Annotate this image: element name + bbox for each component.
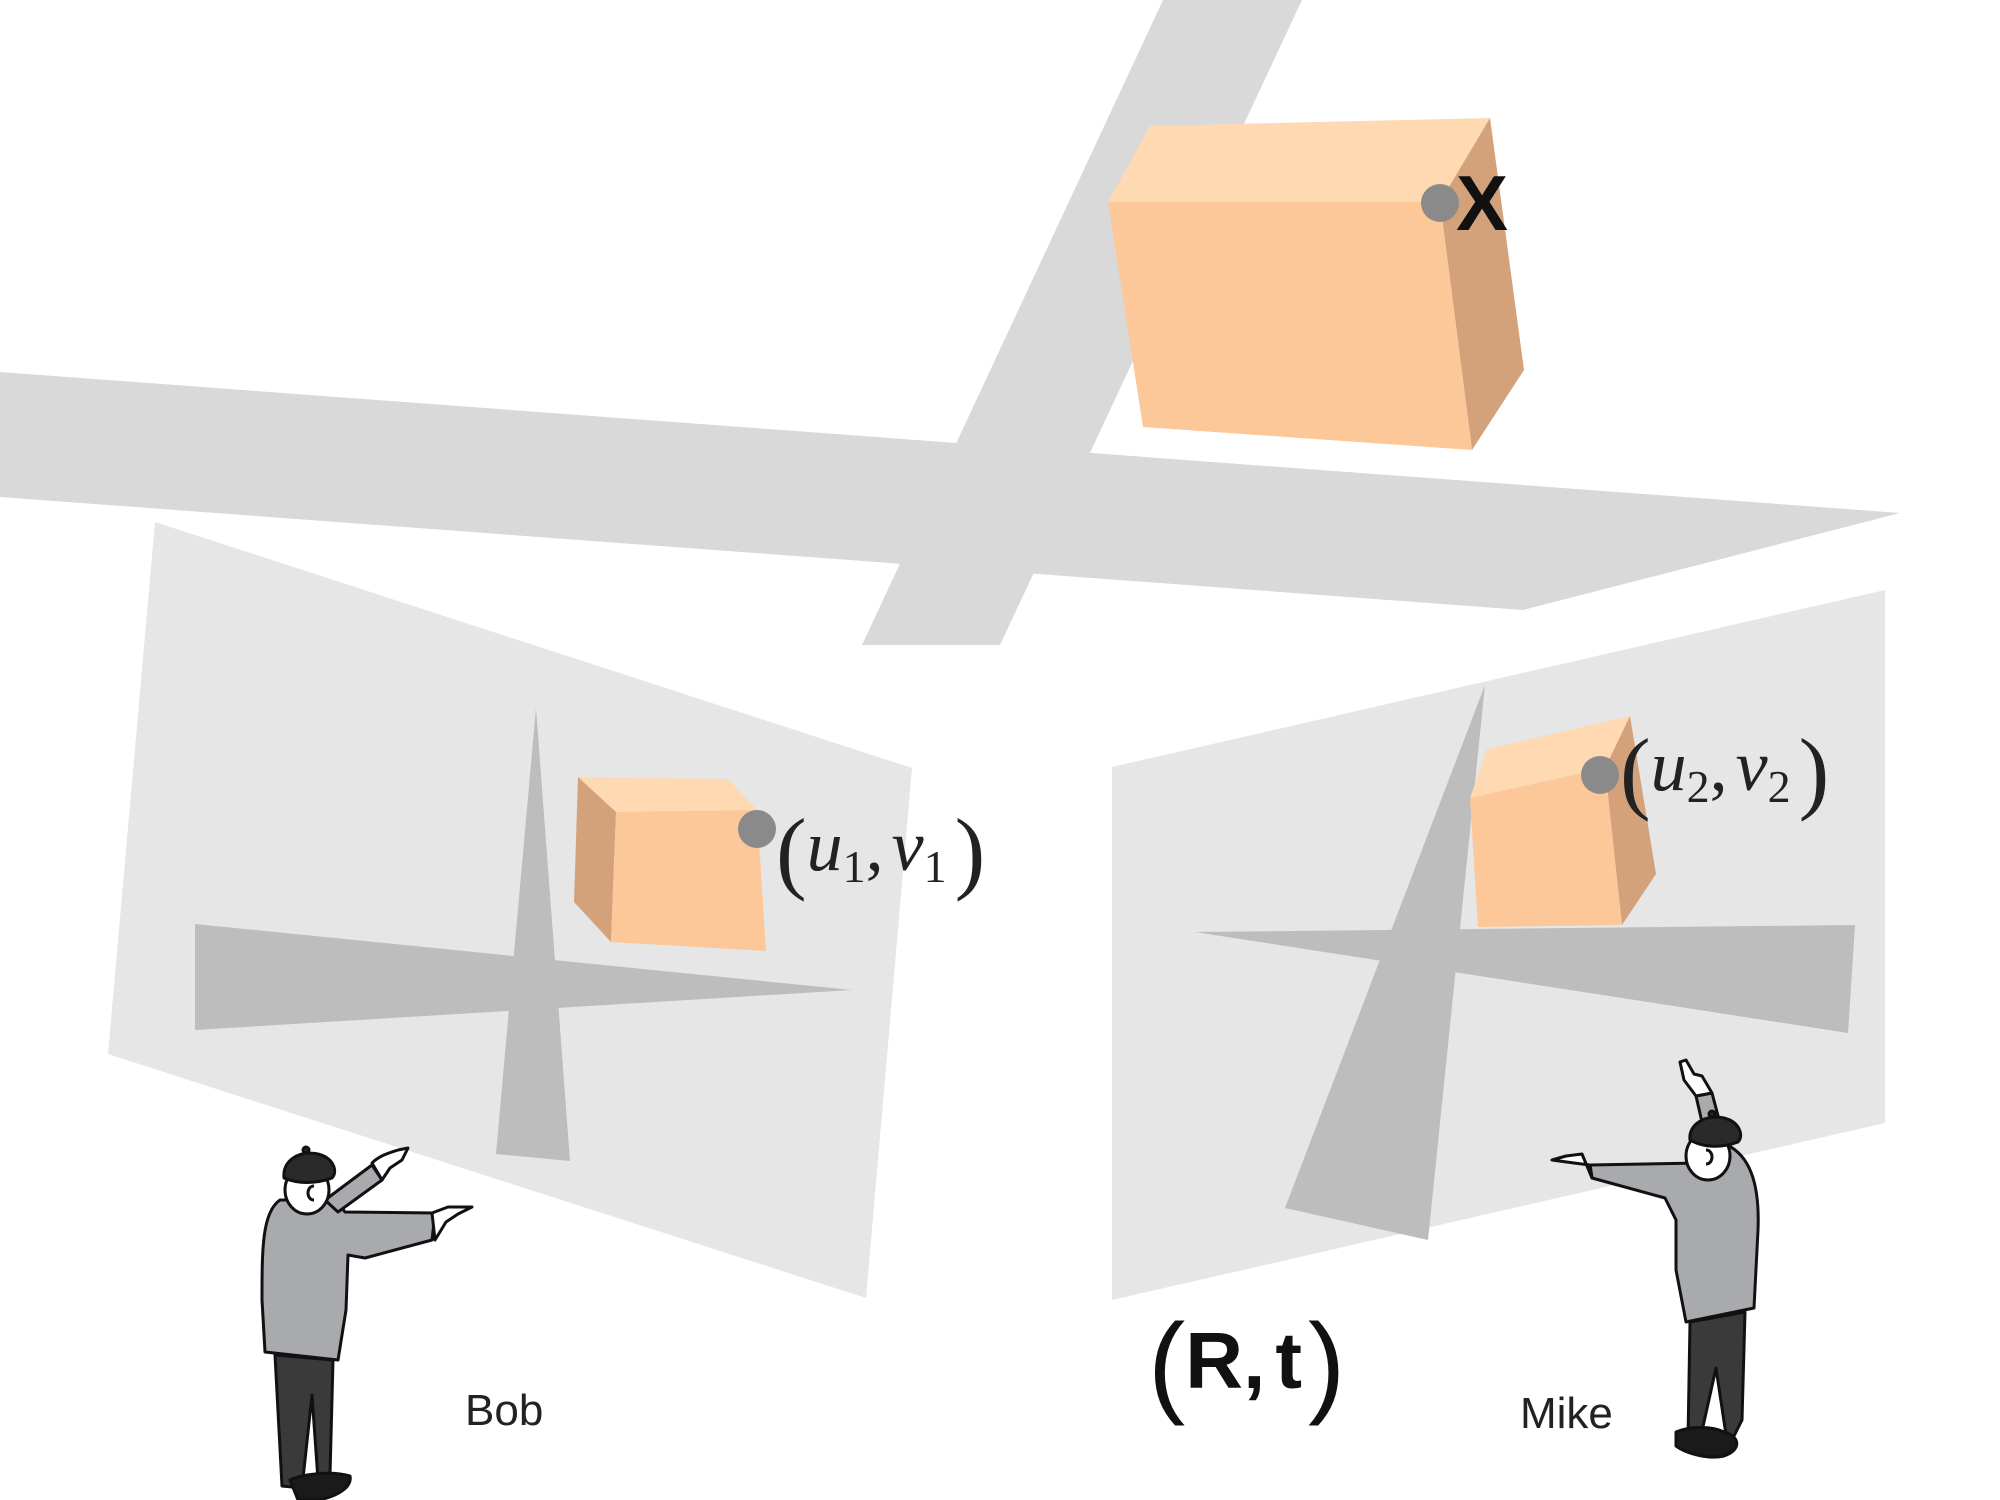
transform-open-paren: (	[1148, 1301, 1185, 1426]
mike-person	[1550, 1058, 1760, 1459]
bob-hat-nub	[301, 1145, 311, 1155]
mike-hat	[1688, 1115, 1743, 1148]
world-point-x	[1421, 184, 1459, 222]
bob-image-plane-frame	[108, 522, 912, 1298]
mike-name-label: Mike	[1520, 1389, 1613, 1438]
mike-image-road-diagonal	[1285, 685, 1485, 1240]
bob-coord-comma: ,	[866, 806, 884, 886]
bob-hat	[282, 1151, 337, 1184]
bob-pants	[273, 1353, 335, 1490]
bob-torso	[260, 1198, 437, 1362]
world-box-front	[1108, 202, 1472, 450]
mike-coord-v-subscript: 2	[1768, 761, 1791, 812]
bob-image-box-top	[578, 777, 757, 812]
bob-pointing-hand	[430, 1205, 474, 1242]
bob-coord-v: v	[892, 806, 924, 886]
bob-coord-label: (u1,v1)	[776, 800, 985, 902]
mike-image-box-top	[1470, 716, 1630, 798]
mike-coord-u: u	[1651, 726, 1687, 806]
mike-coord-u-subscript: 2	[1687, 761, 1710, 812]
world-box-side	[1440, 118, 1524, 450]
mike-coord-v: v	[1736, 726, 1768, 806]
mike-coord-label: (u2,v2)	[1620, 720, 1829, 822]
mike-torso	[1588, 1143, 1760, 1324]
world-scene: X	[0, 0, 1900, 645]
mike-image-road-horizontal	[1195, 925, 1855, 1033]
bob-ear	[306, 1184, 315, 1202]
transform-translation: t	[1275, 1316, 1302, 1405]
bob-coord-u-subscript: 1	[843, 841, 866, 892]
mike-image-plane: (u2,v2)	[1112, 590, 1885, 1300]
bob-coord-open-paren: (	[776, 800, 807, 902]
bob-image-box-side	[574, 777, 616, 942]
mike-image-box-front	[1470, 768, 1622, 927]
bob-image-point	[738, 810, 776, 848]
world-road-horizontal	[0, 372, 1900, 610]
transform-label: (R,t)	[1148, 1301, 1345, 1426]
transform-rotation: R	[1185, 1316, 1243, 1405]
mike-coord-comma: ,	[1710, 726, 1728, 806]
mike-hat-nub	[1707, 1109, 1717, 1119]
mike-ear	[1705, 1148, 1714, 1166]
transform-close-paren: )	[1308, 1301, 1345, 1426]
bob-person	[260, 1145, 474, 1500]
mike-coord-close-paren: )	[1799, 720, 1830, 822]
world-box	[1108, 118, 1524, 450]
bob-image-box-front	[611, 810, 766, 951]
bob-coord-close-paren: )	[955, 800, 986, 902]
mike-coord-open-paren: (	[1620, 720, 1651, 822]
mike-raised-hand	[1678, 1058, 1714, 1098]
bob-image-box	[574, 777, 766, 951]
mike-image-point	[1581, 756, 1619, 794]
mike-shoes	[1674, 1426, 1739, 1459]
bob-image-road-vertical	[496, 708, 570, 1161]
bob-coord-v-subscript: 1	[924, 841, 947, 892]
mike-image-box	[1470, 716, 1656, 927]
bob-name-label: Bob	[465, 1386, 543, 1435]
world-point-label: X	[1456, 159, 1508, 247]
world-box-top	[1108, 118, 1490, 202]
bob-raised-hand	[370, 1146, 410, 1182]
bob-coord-u: u	[807, 806, 843, 886]
bob-image-plane: (u1,v1)	[108, 522, 985, 1298]
bob-shoes	[288, 1471, 352, 1500]
transform-comma: ,	[1243, 1316, 1265, 1405]
mike-pointing-hand	[1550, 1152, 1594, 1180]
